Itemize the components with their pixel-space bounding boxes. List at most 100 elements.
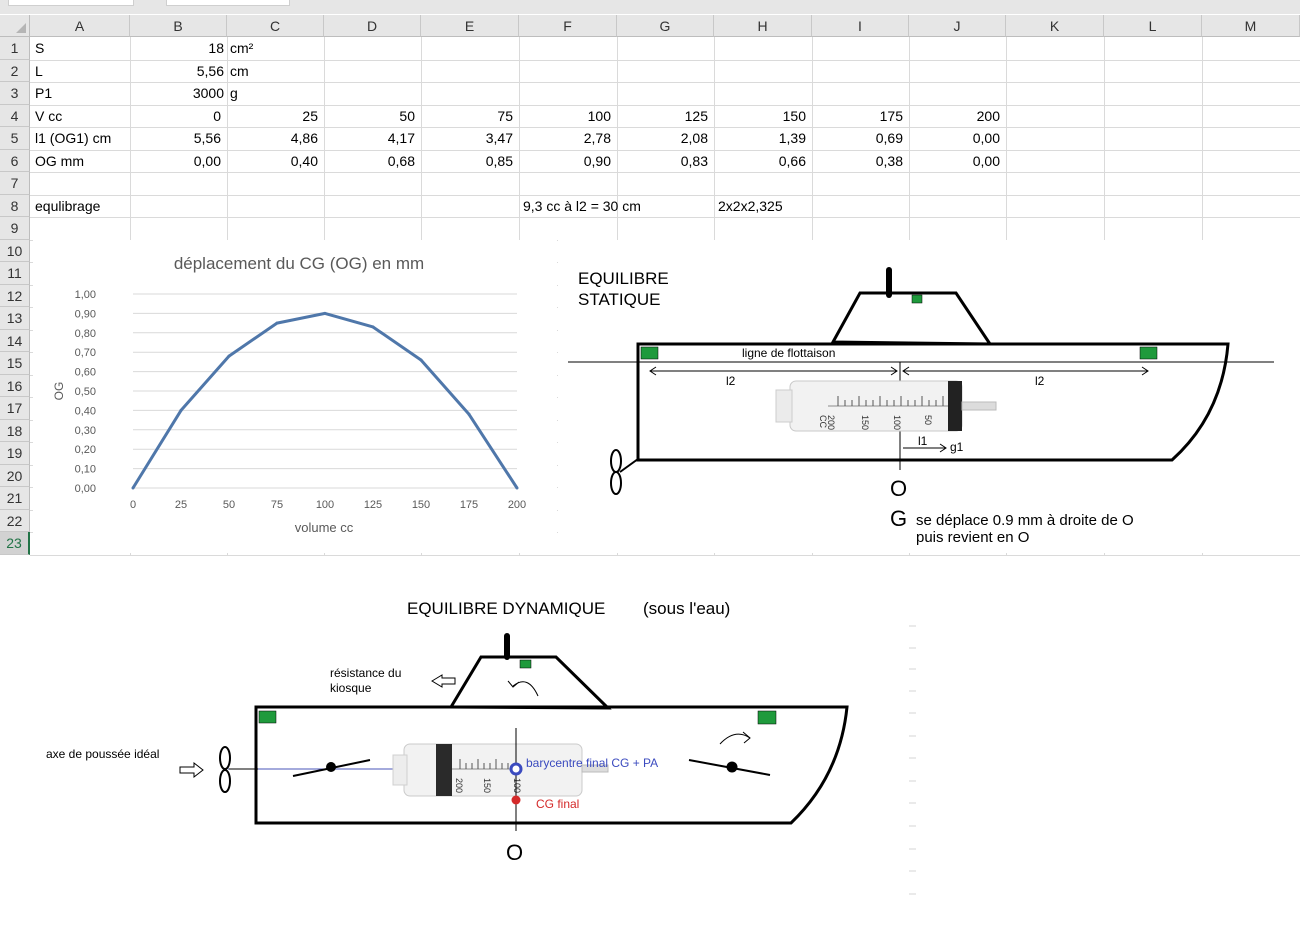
row-header-21[interactable]: 21 xyxy=(0,487,30,510)
chart-data-point[interactable] xyxy=(419,358,423,362)
row-header-3[interactable]: 3 xyxy=(0,82,30,105)
chart-data-point[interactable] xyxy=(323,311,327,315)
column-header-g[interactable]: G xyxy=(617,15,714,37)
cell-h4[interactable]: 150 xyxy=(782,108,806,124)
cell-c6[interactable]: 0,40 xyxy=(290,153,318,169)
chart-data-point[interactable] xyxy=(179,408,183,412)
chart-y-tick-label: 1,00 xyxy=(75,289,96,301)
row-header-8[interactable]: 8 xyxy=(0,195,30,217)
cell-h5[interactable]: 1,39 xyxy=(778,130,806,146)
cell-j4[interactable]: 200 xyxy=(976,108,1000,124)
cell-g4[interactable]: 125 xyxy=(684,108,708,124)
column-header-i[interactable]: I xyxy=(812,15,909,37)
cell-a8[interactable]: equlibrage xyxy=(35,198,101,214)
cell-g5[interactable]: 2,08 xyxy=(680,130,708,146)
row-header-6[interactable]: 6 xyxy=(0,150,30,172)
chart-data-point[interactable] xyxy=(131,486,135,490)
cell-i5[interactable]: 0,69 xyxy=(875,130,903,146)
dyn-syringe-image: 200 150 100 xyxy=(392,743,609,797)
cell-d6[interactable]: 0,68 xyxy=(387,153,415,169)
cell-e6[interactable]: 0,85 xyxy=(485,153,513,169)
column-header-f[interactable]: F xyxy=(519,15,617,37)
chart-y-tick-label: 0,10 xyxy=(75,464,96,476)
cell-f6[interactable]: 0,90 xyxy=(583,153,611,169)
cell-h6[interactable]: 0,66 xyxy=(778,153,806,169)
cell-a1[interactable]: S xyxy=(35,40,45,56)
cell-i4[interactable]: 175 xyxy=(879,108,903,124)
kiosk-shape xyxy=(830,291,993,346)
chart-data-point[interactable] xyxy=(275,321,279,325)
cell-d5[interactable]: 4,17 xyxy=(387,130,415,146)
cell-a4[interactable]: V cc xyxy=(35,108,63,124)
cell-j6[interactable]: 0,00 xyxy=(972,153,1000,169)
column-header-j[interactable]: J xyxy=(909,15,1006,37)
cell-a6[interactable]: OG mm xyxy=(35,153,84,169)
dyn-syringe-mark-100: 100 xyxy=(512,778,522,793)
column-header-m[interactable]: M xyxy=(1202,15,1300,37)
cell-b4[interactable]: 0 xyxy=(213,108,221,124)
row-header-5[interactable]: 5 xyxy=(0,127,30,150)
cell-c1[interactable]: cm² xyxy=(230,40,254,56)
cell-e5[interactable]: 3,47 xyxy=(485,130,513,146)
row-header-7[interactable]: 7 xyxy=(0,172,30,195)
chart-data-point[interactable] xyxy=(467,412,471,416)
row-header-18[interactable]: 18 xyxy=(0,420,30,442)
cell-b1[interactable]: 18 xyxy=(208,40,224,56)
column-header-l[interactable]: L xyxy=(1104,15,1202,37)
sheet-tab[interactable] xyxy=(166,0,290,6)
column-header-h[interactable]: H xyxy=(714,15,812,37)
column-header-b[interactable]: B xyxy=(130,15,227,37)
row-header-17[interactable]: 17 xyxy=(0,397,30,420)
cell-h8[interactable]: 2x2x2,325 xyxy=(718,198,783,214)
column-header-d[interactable]: D xyxy=(324,15,421,37)
row-header-2[interactable]: 2 xyxy=(0,60,30,82)
cell-d4[interactable]: 50 xyxy=(399,108,415,124)
row-header-15[interactable]: 15 xyxy=(0,352,30,375)
chart-data-point[interactable] xyxy=(515,486,519,490)
cell-c2[interactable]: cm xyxy=(230,63,249,79)
chart-data-point[interactable] xyxy=(371,325,375,329)
column-header-c[interactable]: C xyxy=(227,15,324,37)
sheet-tab[interactable] xyxy=(8,0,134,6)
row-header-23[interactable]: 23 xyxy=(0,532,30,555)
select-all-corner[interactable] xyxy=(0,15,30,37)
chart-series-line[interactable] xyxy=(131,311,519,489)
cell-i6[interactable]: 0,38 xyxy=(875,153,903,169)
row-header-4[interactable]: 4 xyxy=(0,105,30,127)
cell-f4[interactable]: 100 xyxy=(587,108,611,124)
row-header-20[interactable]: 20 xyxy=(0,465,30,487)
cell-b6[interactable]: 0,00 xyxy=(193,153,221,169)
og-chart[interactable]: déplacement du CG (OG) en mm OG volume c… xyxy=(33,240,557,553)
chart-x-tick-label: 0 xyxy=(130,499,136,511)
cell-b5[interactable]: 5,56 xyxy=(193,130,221,146)
row-header-1[interactable]: 1 xyxy=(0,37,30,60)
cell-e4[interactable]: 75 xyxy=(497,108,513,124)
cell-c3[interactable]: g xyxy=(230,85,238,101)
cell-f8[interactable]: 9,3 cc à l2 = 30 cm xyxy=(523,198,641,214)
column-header-k[interactable]: K xyxy=(1006,15,1104,37)
cell-b3[interactable]: 3000 xyxy=(192,85,224,101)
row-header-22[interactable]: 22 xyxy=(0,510,30,532)
cell-c4[interactable]: 25 xyxy=(302,108,318,124)
column-header-e[interactable]: E xyxy=(421,15,519,37)
cell-j5[interactable]: 0,00 xyxy=(972,130,1000,146)
cell-a5[interactable]: l1 (OG1) cm xyxy=(35,130,112,146)
cell-c5[interactable]: 4,86 xyxy=(290,130,318,146)
cell-g6[interactable]: 0,83 xyxy=(680,153,708,169)
row-header-16[interactable]: 16 xyxy=(0,375,30,397)
row-header-13[interactable]: 13 xyxy=(0,307,30,330)
chart-data-point[interactable] xyxy=(227,354,231,358)
cell-a3[interactable]: P1 xyxy=(35,85,53,101)
row-header-14[interactable]: 14 xyxy=(0,330,30,352)
row-header-11[interactable]: 11 xyxy=(0,262,30,285)
row-header-9[interactable]: 9 xyxy=(0,217,30,240)
row-header-10[interactable]: 10 xyxy=(0,240,30,262)
row-header-19[interactable]: 19 xyxy=(0,442,30,465)
column-header-a[interactable]: A xyxy=(30,15,130,37)
chart-x-tick-label: 100 xyxy=(316,499,334,511)
cell-f5[interactable]: 2,78 xyxy=(583,130,611,146)
row-header-12[interactable]: 12 xyxy=(0,285,30,307)
cell-b2[interactable]: 5,56 xyxy=(196,63,224,79)
cell-a2[interactable]: L xyxy=(35,63,43,79)
dynamic-subtitle: (sous l'eau) xyxy=(643,599,730,618)
